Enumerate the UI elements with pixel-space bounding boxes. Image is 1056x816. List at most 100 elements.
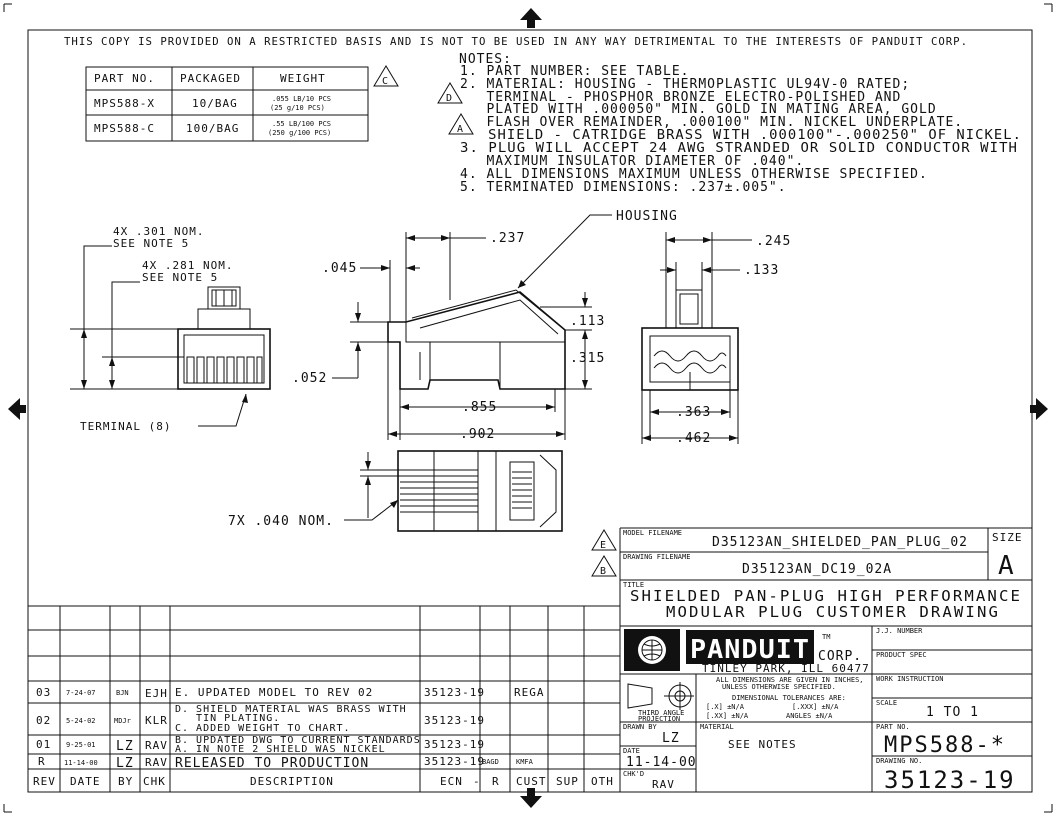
svg-text:LZ: LZ xyxy=(116,739,134,754)
svg-text:35123-19: 35123-19 xyxy=(424,714,485,727)
parts-header-weight: WEIGHT xyxy=(280,72,326,85)
drawing-filename-label: DRAWING FILENAME xyxy=(623,553,690,561)
title-label: TITLE xyxy=(623,581,644,589)
note-line-5: FLASH OVER REMAINDER, .000100" MIN. NICK… xyxy=(460,115,963,130)
dim-462: .462 xyxy=(676,431,711,446)
size-label: SIZE xyxy=(992,531,1023,544)
callout-040: 7X .040 NOM. xyxy=(228,514,334,529)
svg-text:TIN PLATING.: TIN PLATING. xyxy=(175,713,280,724)
svg-text:RAV: RAV xyxy=(145,739,168,752)
svg-text:35123-19: 35123-19 xyxy=(424,738,485,751)
tolerance-xxx: [.XXX] ±N/A xyxy=(792,703,839,711)
table-row: 02 5-24-02 MDJr KLR D. SHIELD MATERIAL W… xyxy=(36,704,485,734)
dim-237: .237 xyxy=(490,231,525,246)
dim-855: .855 xyxy=(462,400,497,415)
dim-052: .052 xyxy=(292,371,327,386)
svg-text:02: 02 xyxy=(36,714,51,727)
svg-text:KMFA: KMFA xyxy=(516,758,534,766)
dim-133: .133 xyxy=(744,263,779,278)
rev-triangle-c: C xyxy=(373,65,399,87)
parts-row1-weight2: (25 g/10 PCS) xyxy=(270,104,325,112)
svg-text:11-14-00: 11-14-00 xyxy=(64,759,98,767)
parts-row1-weight1: .055 LB/10 PCS xyxy=(272,95,331,103)
note-line-10: 5. TERMINATED DIMENSIONS: .237±.005". xyxy=(460,180,787,195)
table-row: 03 7-24-07 BJN EJH E. UPDATED MODEL TO R… xyxy=(36,686,545,700)
svg-text:REGA: REGA xyxy=(514,686,545,699)
rev-header-chk: CHK xyxy=(143,775,166,788)
parts-header-partno: PART NO. xyxy=(94,72,155,85)
rev-header-r: R xyxy=(492,775,500,788)
tolerance-angles: ANGLES ±N/A xyxy=(786,712,833,720)
drawn-by-value: LZ xyxy=(662,731,680,746)
scale-label: SCALE xyxy=(876,699,897,707)
svg-text:B. UPDATED DWG TO CURRENT STAN: B. UPDATED DWG TO CURRENT STANDARDS xyxy=(175,735,421,746)
date-label: DATE xyxy=(623,747,640,755)
note-line-3: TERMINAL - PHOSPHOR BRONZE ELECTRO-POLIS… xyxy=(460,90,901,105)
rev-triangle-b: B xyxy=(591,555,617,577)
svg-text:C. ADDED WEIGHT TO CHART.: C. ADDED WEIGHT TO CHART. xyxy=(175,723,351,734)
chkd-value: RAV xyxy=(652,778,675,791)
dim-902: .902 xyxy=(460,427,495,442)
svg-text:5-24-02: 5-24-02 xyxy=(66,717,96,725)
tolerance-line1: ALL DIMENSIONS ARE GIVEN IN INCHES, xyxy=(716,676,864,684)
svg-text:03: 03 xyxy=(36,686,51,699)
table-row: R 11-14-00 LZ RAV RELEASED TO PRODUCTION… xyxy=(38,755,534,771)
callout-housing: HOUSING xyxy=(616,209,678,224)
svg-text:RAV: RAV xyxy=(145,756,168,769)
rev-header-ecn: ECN xyxy=(440,775,463,788)
work-instruction-label: WORK INSTRUCTION xyxy=(876,675,943,683)
top-view xyxy=(344,450,563,532)
callout-301-line1: 4X .301 NOM. xyxy=(113,225,204,238)
chkd-label: CHK'D xyxy=(623,770,644,778)
table-row: 01 9-25-01 LZ RAV B. UPDATED DWG TO CURR… xyxy=(36,735,485,755)
svg-text:35123-19: 35123-19 xyxy=(424,755,485,768)
product-spec-label: PRODUCT SPEC xyxy=(876,651,927,659)
tolerance-line3: DIMENSIONAL TOLERANCES ARE: xyxy=(732,694,846,702)
part-no-label: PART NO. xyxy=(876,723,910,731)
drawn-by-label: DRAWN BY xyxy=(623,723,658,731)
svg-text:LZ: LZ xyxy=(116,756,134,771)
bottom-arrow-icon xyxy=(520,788,542,808)
svg-text:C: C xyxy=(382,76,389,87)
jj-number-label: J.J. NUMBER xyxy=(876,627,923,635)
logo-location: TINLEY PARK, ILL 60477 xyxy=(702,662,870,675)
disclaimer-text: THIS COPY IS PROVIDED ON A RESTRICTED BA… xyxy=(64,35,968,48)
third-angle-text2: PROJECTION xyxy=(638,715,680,723)
model-filename-label: MODEL FILENAME xyxy=(623,529,682,537)
svg-text:9-25-01: 9-25-01 xyxy=(66,741,96,749)
rev-triangle-e: E xyxy=(591,529,617,551)
model-filename: D35123AN_SHIELDED_PAN_PLUG_02 xyxy=(712,535,968,550)
svg-text:R: R xyxy=(38,755,46,768)
dim-245: .245 xyxy=(756,234,791,249)
title-block xyxy=(619,527,1032,792)
rev-header-cust: CUST xyxy=(516,775,547,788)
parts-row2-weight1: .55 LB/100 PCS xyxy=(272,120,331,128)
size-value: A xyxy=(998,551,1014,581)
corner-marks xyxy=(3,3,1053,813)
third-angle-text1: THIRD ANGLE xyxy=(638,709,684,717)
side-view xyxy=(332,214,612,440)
callout-281-line2: SEE NOTE 5 xyxy=(142,271,218,284)
svg-text:E. UPDATED MODEL TO REV 02: E. UPDATED MODEL TO REV 02 xyxy=(175,686,373,699)
callout-281-line1: 4X .281 NOM. xyxy=(142,259,233,272)
top-arrow-icon xyxy=(520,8,542,28)
logo-tm: TM xyxy=(822,633,830,641)
parts-row2-packaged: 100/BAG xyxy=(186,122,239,135)
svg-text:7-24-07: 7-24-07 xyxy=(66,689,96,697)
parts-row1-packaged: 10/BAG xyxy=(192,97,238,110)
parts-table: PART NO. PACKAGED WEIGHT MPS588-X 10/BAG… xyxy=(85,66,369,142)
logo-wordmark: PANDUIT xyxy=(690,635,810,665)
drawing-filename: D35123AN_DC19_02A xyxy=(742,562,892,577)
svg-text:01: 01 xyxy=(36,738,51,751)
rev-triangle-d: D xyxy=(437,82,463,104)
left-arrow-icon xyxy=(8,398,26,420)
svg-text:KLR: KLR xyxy=(145,714,168,727)
parts-row2-part: MPS588-C xyxy=(94,122,155,135)
rev-header-rev: REV xyxy=(33,775,56,788)
parts-header-packaged: PACKAGED xyxy=(180,72,241,85)
notes-heading: NOTES: xyxy=(459,52,512,67)
note-line-8: MAXIMUM INSULATOR DIAMETER OF .040". xyxy=(460,154,804,169)
material-value: SEE NOTES xyxy=(728,738,797,751)
note-line-9: 4. ALL DIMENSIONS MAXIMUM UNLESS OTHERWI… xyxy=(460,167,928,182)
